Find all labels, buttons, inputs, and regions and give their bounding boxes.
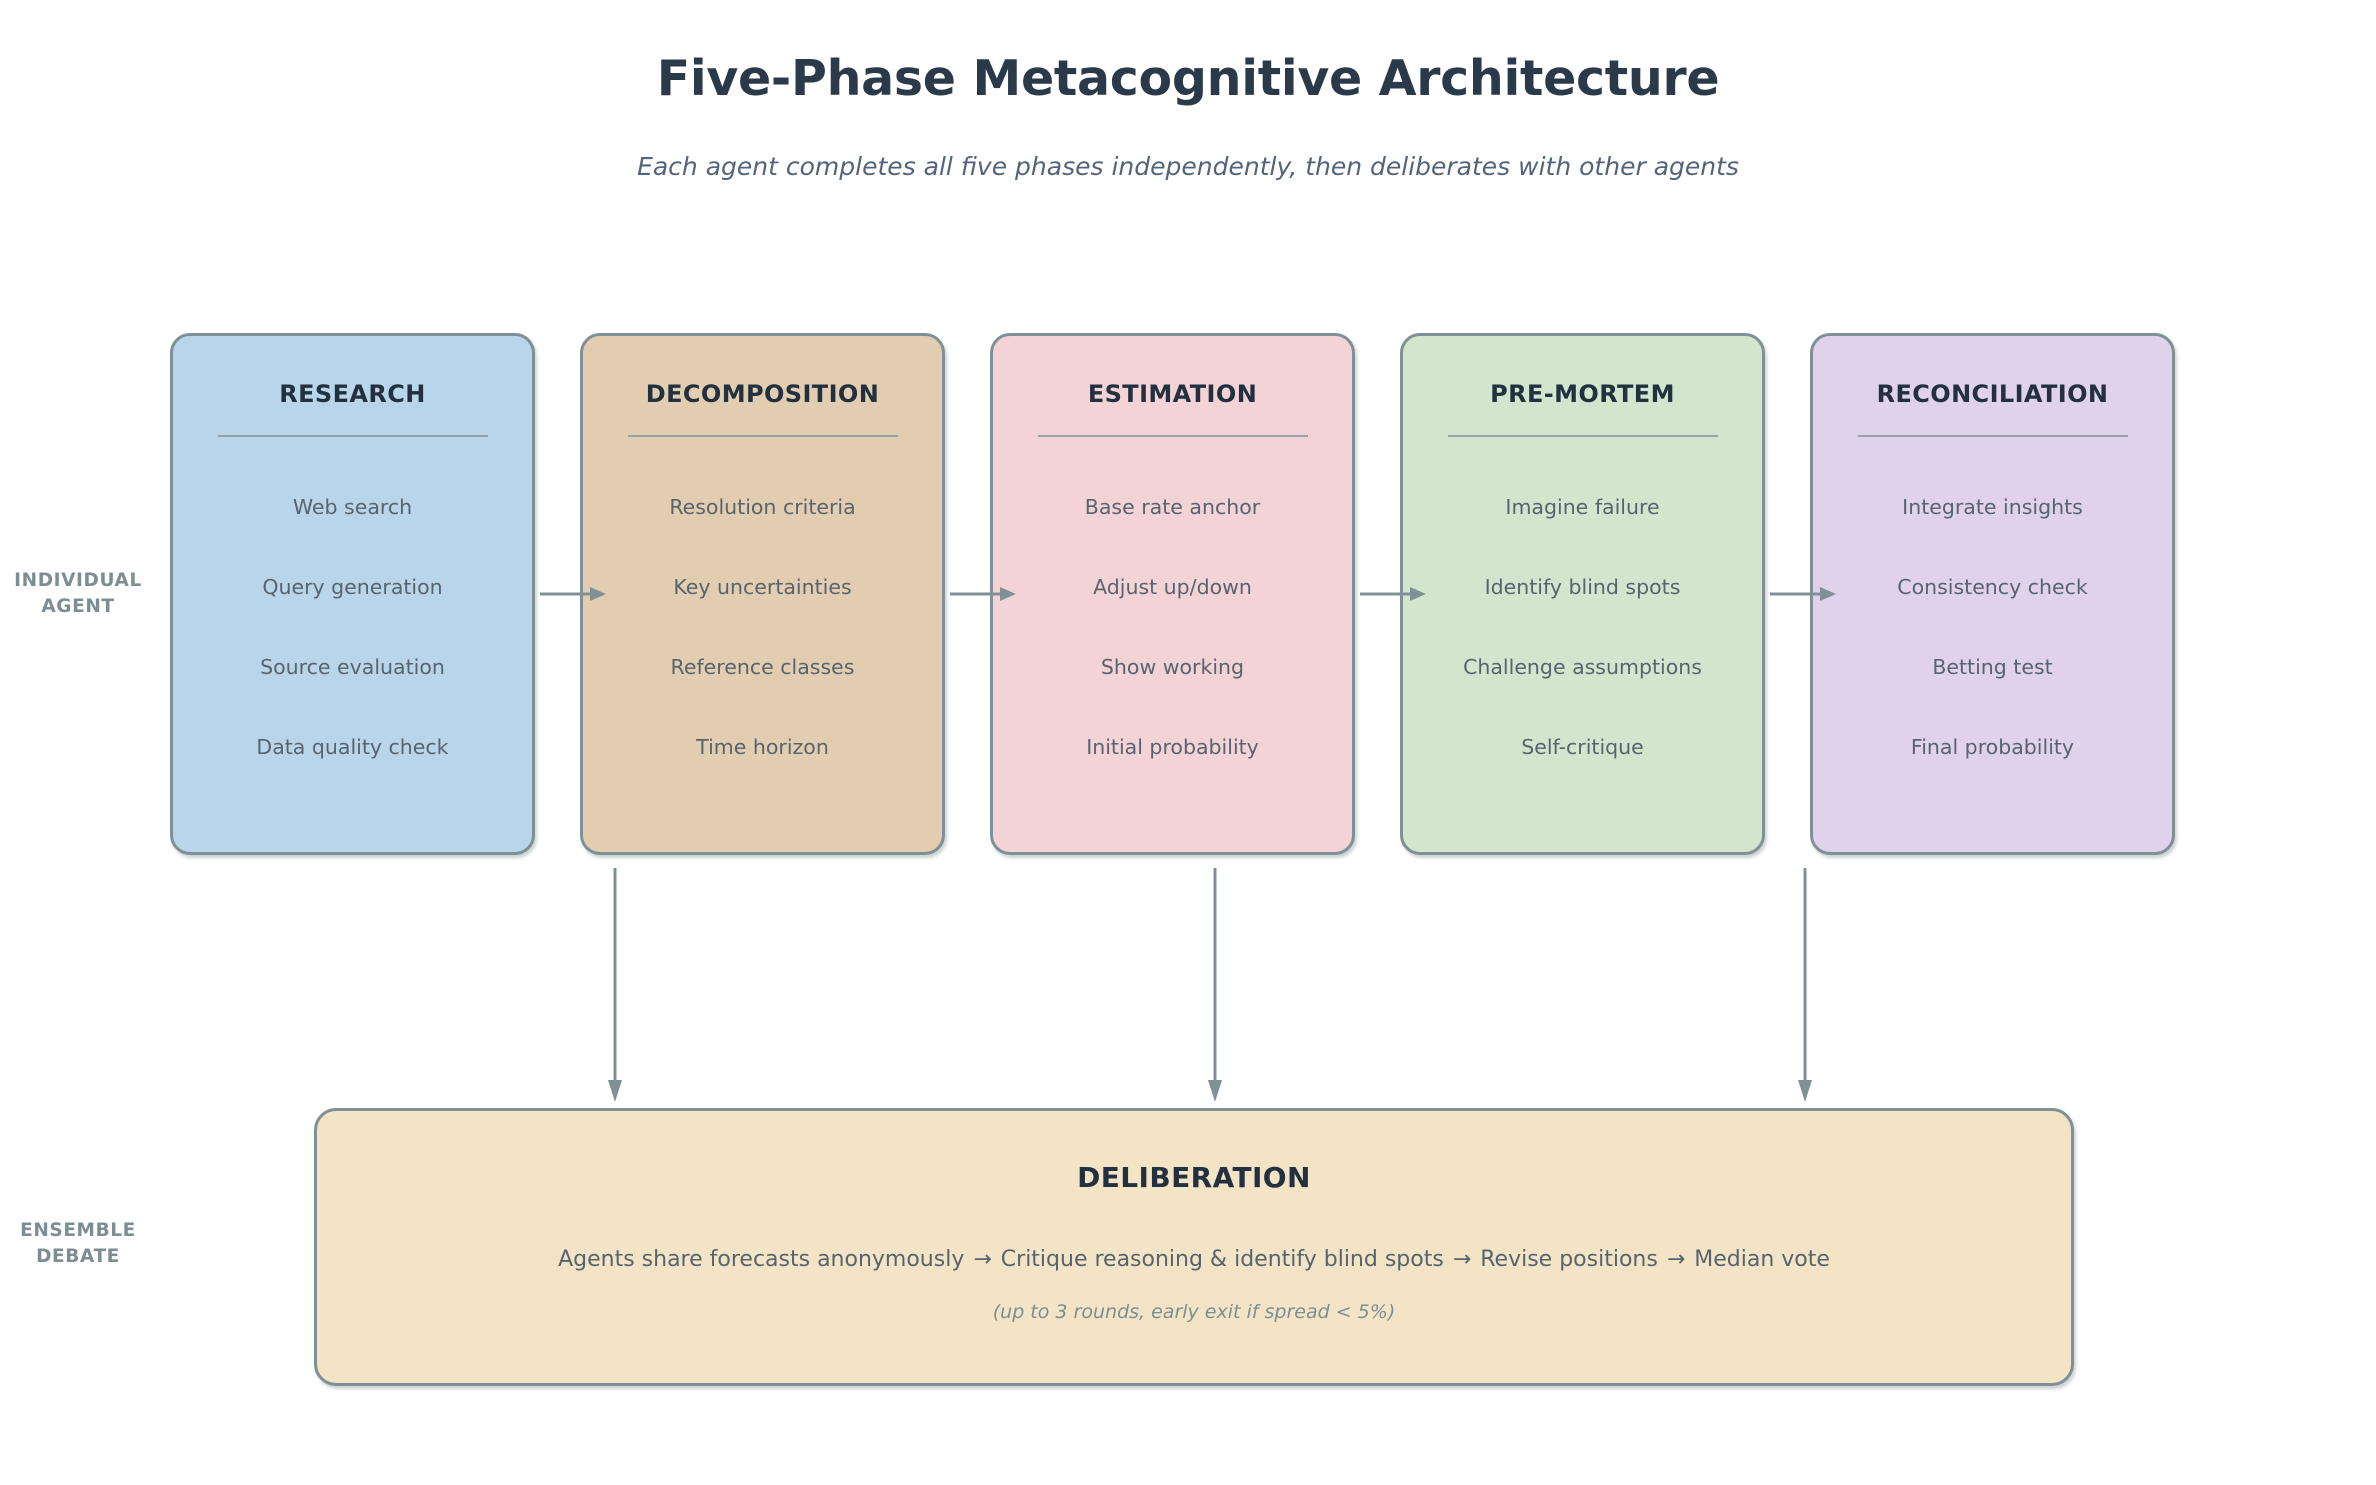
- phase-item-list: Integrate insights Consistency check Bet…: [1813, 467, 2172, 787]
- deliberation-step: Revise positions: [1480, 1247, 1658, 1272]
- phase-item: Base rate anchor: [1084, 495, 1261, 519]
- step-arrow-icon: →: [1666, 1247, 1686, 1272]
- phase-item: Imagine failure: [1505, 495, 1660, 519]
- phase-card-reconciliation[interactable]: RECONCILIATION Integrate insights Consis…: [1810, 333, 2175, 855]
- phase-title: ESTIMATION: [1087, 380, 1258, 408]
- deliberation-note: (up to 3 rounds, early exit if spread < …: [992, 1301, 1396, 1323]
- phase-divider: [1037, 435, 1308, 437]
- phase-item: Source evaluation: [260, 655, 445, 679]
- phase-item: Key uncertainties: [673, 575, 852, 599]
- phase-item: Initial probability: [1086, 735, 1259, 759]
- arrow-down-icon: [1208, 868, 1222, 1102]
- phase-item-list: Base rate anchor Adjust up/down Show wor…: [993, 467, 1352, 787]
- phase-item-list: Resolution criteria Key uncertainties Re…: [583, 467, 942, 787]
- phase-item-list: Web search Query generation Source evalu…: [173, 467, 532, 787]
- page-subtitle: Each agent completes all five phases ind…: [637, 152, 1739, 181]
- deliberation-title: DELIBERATION: [1077, 1161, 1311, 1194]
- step-arrow-icon: →: [1452, 1247, 1472, 1272]
- phase-divider: [1857, 435, 2128, 437]
- phase-item: Self-critique: [1521, 735, 1644, 759]
- phase-title: PRE-MORTEM: [1490, 380, 1675, 408]
- phase-card-pre-mortem[interactable]: PRE-MORTEM Imagine failure Identify blin…: [1400, 333, 1765, 855]
- phase-card-research[interactable]: RESEARCH Web search Query generation Sou…: [170, 333, 535, 855]
- phase-item: Show working: [1100, 655, 1245, 679]
- phase-title: RECONCILIATION: [1876, 380, 2109, 408]
- phase-divider: [217, 435, 488, 437]
- phase-title: DECOMPOSITION: [645, 380, 880, 408]
- phase-card-estimation[interactable]: ESTIMATION Base rate anchor Adjust up/do…: [990, 333, 1355, 855]
- phase-item: Identify blind spots: [1484, 575, 1681, 599]
- deliberation-step: Median vote: [1694, 1247, 1830, 1272]
- step-arrow-icon: →: [973, 1247, 992, 1272]
- phase-divider: [627, 435, 898, 437]
- phase-item: Betting test: [1932, 655, 2053, 679]
- arrow-right-icon: [1770, 587, 1836, 601]
- phase-item: Adjust up/down: [1093, 575, 1252, 599]
- phase-item: Reference classes: [670, 655, 855, 679]
- phase-item: Integrate insights: [1902, 495, 2083, 519]
- deliberation-steps: Agents share forecasts anonymously → Criti…: [317, 1247, 2071, 1272]
- page-title: Five-Phase Metacognitive Architecture: [656, 50, 1720, 107]
- phase-item: Final probability: [1910, 735, 2075, 759]
- phase-title: RESEARCH: [279, 380, 426, 408]
- phase-item: Challenge assumptions: [1463, 655, 1702, 679]
- deliberation-step: Agents share forecasts anonymously: [558, 1247, 965, 1272]
- phase-divider: [1447, 435, 1718, 437]
- arrow-right-icon: [540, 587, 606, 601]
- phase-item: Query generation: [262, 575, 443, 599]
- deliberation-step: Critique reasoning & identify blind spot…: [1000, 1247, 1444, 1272]
- phase-item: Web search: [292, 495, 413, 519]
- arrow-right-icon: [950, 587, 1016, 601]
- phase-card-decomposition[interactable]: DECOMPOSITION Resolution criteria Key un…: [580, 333, 945, 855]
- deliberation-card[interactable]: DELIBERATION Agents share forecasts anon…: [314, 1108, 2074, 1386]
- phase-item: Resolution criteria: [669, 495, 856, 519]
- arrow-down-icon: [608, 868, 622, 1102]
- phase-item: Data quality check: [256, 735, 449, 759]
- phase-item: Time horizon: [696, 735, 829, 759]
- arrow-down-icon: [1798, 868, 1812, 1102]
- phase-item: Consistency check: [1897, 575, 2088, 599]
- phase-item-list: Imagine failure Identify blind spots Cha…: [1403, 467, 1762, 787]
- arrow-right-icon: [1360, 587, 1426, 601]
